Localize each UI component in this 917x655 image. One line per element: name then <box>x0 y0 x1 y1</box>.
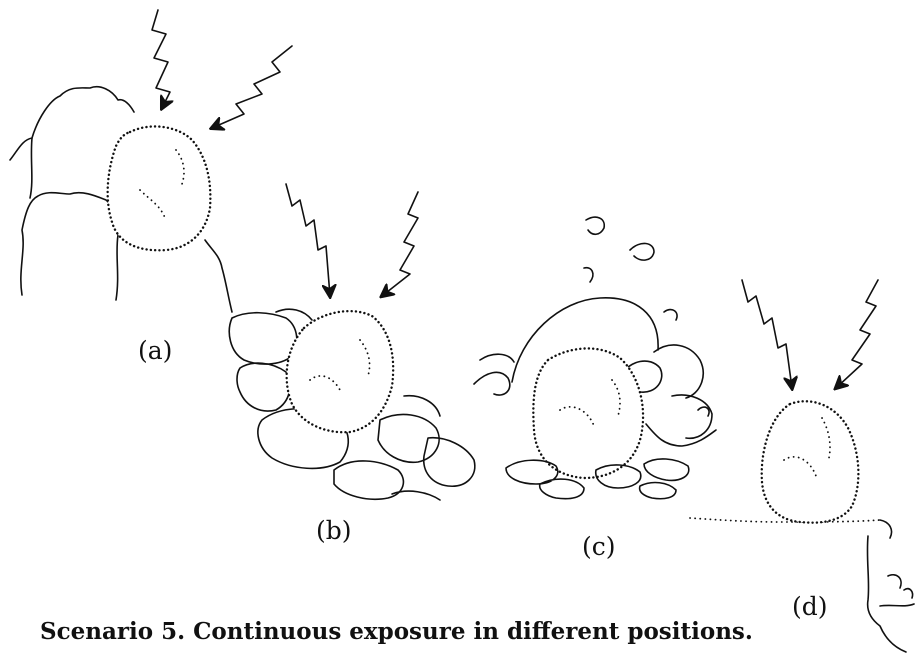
label-d: (d) <box>792 592 828 621</box>
cliff-face-mid <box>116 235 118 300</box>
ground-edge <box>880 520 892 538</box>
label-b: (b) <box>316 516 352 545</box>
lightning-arrow-a-vertical <box>152 10 170 108</box>
ground-surface <box>690 518 880 522</box>
splash-drop-1 <box>586 217 604 234</box>
splash-drop-3 <box>584 268 593 282</box>
boulder-a <box>108 126 211 250</box>
water-flow-lower <box>646 424 716 446</box>
cliff-slope <box>205 240 232 312</box>
scree-stone-2 <box>276 309 312 320</box>
scree-stone-8 <box>424 438 475 486</box>
lightning-arrow-b-left <box>286 184 330 296</box>
splash-wave-left <box>474 354 514 395</box>
lightning-arrow-d-left <box>742 280 792 388</box>
cliff-outline-lower <box>21 193 118 295</box>
splash-wave-right <box>654 345 712 438</box>
cliff-drop <box>867 536 906 652</box>
boulder-b <box>287 311 394 432</box>
panel-a <box>10 10 292 312</box>
splash-droplet-right <box>698 407 709 416</box>
label-c: (c) <box>582 532 616 561</box>
figure-caption: Scenario 5. Continuous exposure in diffe… <box>40 618 753 645</box>
splash-drop-4 <box>664 310 677 320</box>
cliff-ledge <box>880 604 914 606</box>
cliff-face-left <box>30 138 32 198</box>
boulder-d <box>762 401 859 522</box>
lightning-arrow-a-diagonal <box>212 46 292 128</box>
scree-stone-7 <box>404 396 440 416</box>
lightning-arrow-d-right <box>836 280 878 388</box>
scree-stone-3 <box>237 363 290 411</box>
panel-b <box>229 184 474 500</box>
splash-drop-2 <box>630 243 654 260</box>
lightning-arrow-b-right <box>382 192 418 296</box>
label-a: (a) <box>138 336 172 365</box>
scree-stone-1 <box>229 313 296 364</box>
cliff-drip <box>888 575 913 598</box>
panel-c <box>474 217 716 499</box>
scree-stone-9 <box>392 491 440 500</box>
boulder-c <box>533 348 643 478</box>
